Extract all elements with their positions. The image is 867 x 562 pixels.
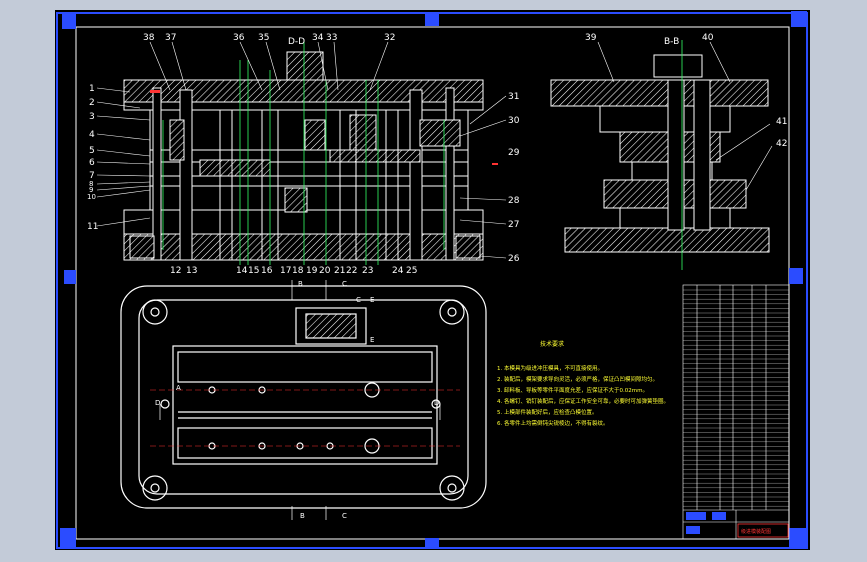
- callout-4: 4: [89, 130, 95, 140]
- callout-29: 29: [508, 148, 520, 158]
- callout-27: 27: [508, 220, 519, 230]
- callouts-top: 38 37 36 35 34 33 32: [143, 33, 395, 43]
- callout-5: 5: [89, 146, 95, 156]
- callout-6: 6: [89, 158, 95, 168]
- callout-41: 41: [776, 117, 787, 127]
- strip-markers: [150, 90, 498, 165]
- callout-11: 11: [87, 222, 98, 232]
- callout-15: 15: [248, 266, 259, 276]
- plan-mark-e-top: E: [370, 296, 374, 304]
- callout-10: 10: [87, 193, 96, 201]
- plan-mark-c: C: [356, 296, 361, 304]
- callout-23: 23: [362, 266, 373, 276]
- callout-19: 19: [306, 266, 318, 276]
- technical-requirements: 技术要求 1. 本模具为级进冲压模具，不可直接使用。 2. 装配后，模架要求导向…: [497, 340, 669, 427]
- callout-28: 28: [508, 196, 520, 206]
- plan-mark-e-bottom: E: [370, 336, 374, 344]
- tech-req-item-2: 2. 装配后，模架要求导向灵活，必须严格，保证凸凹模间隙均匀。: [497, 375, 658, 383]
- main-section-view: [123, 51, 484, 261]
- callout-40: 40: [702, 33, 714, 43]
- callout-31: 31: [508, 92, 519, 102]
- frame-grips: [60, 11, 807, 548]
- title-block-red-box: [737, 523, 789, 538]
- callout-39: 39: [585, 33, 597, 43]
- parts-list-rows: [683, 289, 789, 507]
- side-upper-plate: [550, 79, 769, 107]
- side-base-plate: [564, 227, 770, 253]
- callout-21: 21: [334, 266, 345, 276]
- plan-mark-a-left: A: [176, 384, 181, 392]
- callout-3: 3: [89, 112, 95, 122]
- plan-center-lines: [150, 389, 460, 447]
- callout-22: 22: [346, 266, 357, 276]
- title-block-red-label: 级进模装配图: [741, 528, 771, 535]
- side-section-view: [550, 54, 770, 253]
- parts-list-table: [682, 284, 790, 540]
- callout-16: 16: [261, 266, 273, 276]
- plan-mark-c-bottom: C: [342, 512, 347, 520]
- callout-35: 35: [258, 33, 269, 43]
- callout-leaders: [96, 41, 507, 259]
- callout-30: 30: [508, 116, 520, 126]
- plan-view: [120, 285, 487, 509]
- callout-9: 9: [89, 186, 93, 194]
- plan-mark-d-right: D: [434, 399, 439, 407]
- tech-req-item-4: 4. 各螺钉、销钉装配后，应保证工作安全可靠，必要时可加弹簧垫圈。: [497, 397, 669, 405]
- tech-req-item-5: 5. 上模部件装配好后，应检查凸模位置。: [497, 408, 598, 416]
- callout-25: 25: [406, 266, 417, 276]
- plan-section-lines: [159, 280, 441, 520]
- plan-guide-holes: [142, 299, 465, 501]
- callouts-right: 31 30 29 28 27 26: [508, 92, 520, 264]
- plan-mark-b-bottom: B: [300, 512, 305, 520]
- callout-14: 14: [236, 266, 248, 276]
- callout-1: 1: [89, 84, 95, 94]
- main-view-center-lines: [162, 40, 445, 265]
- callout-2: 2: [89, 98, 95, 108]
- title-block-blue-cells: [686, 512, 726, 534]
- callout-20: 20: [319, 266, 331, 276]
- callout-33: 33: [326, 33, 337, 43]
- callout-38: 38: [143, 33, 155, 43]
- top-clamp: [286, 51, 324, 81]
- callout-13: 13: [186, 266, 197, 276]
- section-label-main: D-D: [288, 37, 305, 47]
- plan-mark-d-left: D: [155, 399, 160, 407]
- plan-outer-plate: [120, 285, 487, 509]
- plan-mark-c-top: C: [342, 280, 347, 288]
- callouts-left: 1 2 3 4 5 6 7 8 9 10 11: [87, 84, 98, 232]
- callout-34: 34: [312, 33, 324, 43]
- callout-36: 36: [233, 33, 245, 43]
- tech-req-item-1: 1. 本模具为级进冲压模具，不可直接使用。: [497, 364, 603, 372]
- callout-12: 12: [170, 266, 181, 276]
- plan-mark-b-top: B: [298, 280, 303, 288]
- tech-req-item-6: 6. 各零件上均需倒钝尖锐棱边，不得有裂纹。: [497, 419, 609, 427]
- tech-req-title: 技术要求: [540, 340, 564, 348]
- callout-8: 8: [89, 180, 93, 188]
- callout-37: 37: [165, 33, 176, 43]
- callout-7: 7: [89, 171, 95, 181]
- callout-42: 42: [776, 139, 787, 149]
- callout-24: 24: [392, 266, 404, 276]
- callout-32: 32: [384, 33, 395, 43]
- section-label-side: B-B: [664, 37, 679, 47]
- callout-26: 26: [508, 254, 520, 264]
- callouts-bottom: 12 13 14 15 16 17 18 19 20 21 22 23 24 2…: [170, 266, 417, 276]
- side-callout-leaders: [597, 41, 773, 191]
- callout-18: 18: [292, 266, 304, 276]
- upper-die-plate: [123, 79, 484, 103]
- callout-17: 17: [280, 266, 291, 276]
- tech-req-item-3: 3. 卸料板、导板等零件平面度允差，应保证不大于0.02mm。: [497, 386, 648, 394]
- lower-base-plate: [123, 233, 484, 261]
